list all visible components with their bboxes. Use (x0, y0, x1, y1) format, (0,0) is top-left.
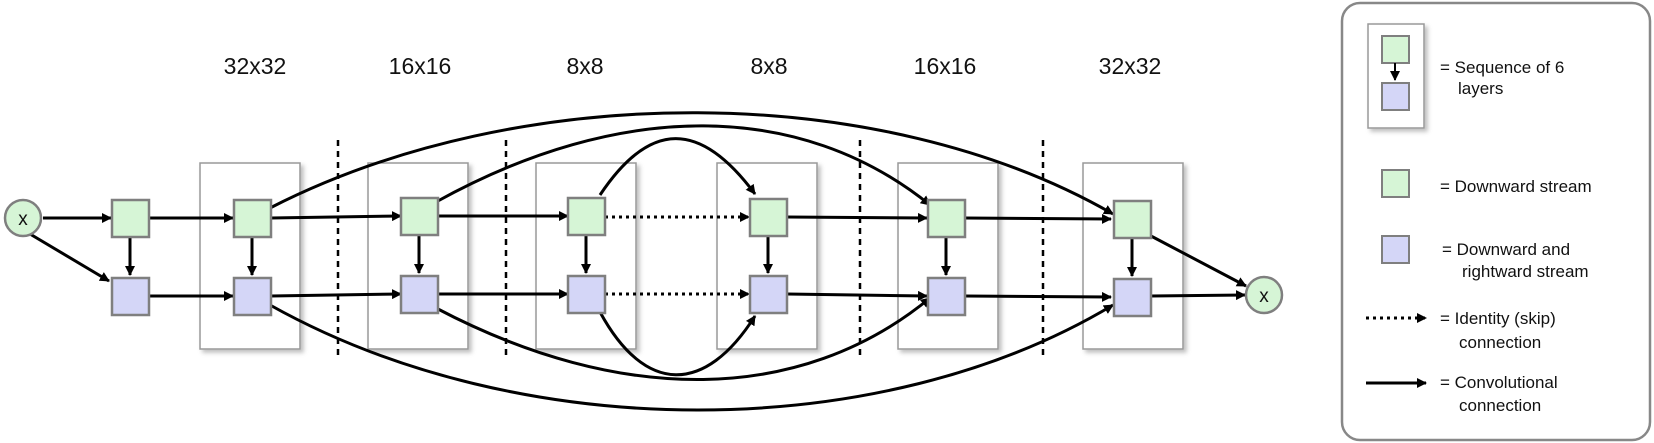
downward-node-4 (748, 197, 789, 238)
legend-sequence-text-1: = Sequence of 6 (1440, 58, 1564, 77)
legend-downward-text: = Downward stream (1440, 177, 1592, 196)
conn-bottom-5-6 (964, 291, 1112, 302)
conn-top-6-to-output (1150, 234, 1247, 288)
legend-downward-swatch (1381, 169, 1410, 198)
legend-conv-text-1: = Convolutional (1440, 373, 1558, 392)
downward-stream-nodes (110, 196, 1153, 240)
legend-rightward-swatch (1381, 235, 1410, 264)
rightward-node-2 (399, 274, 440, 315)
conn-bottom-4-5 (786, 290, 928, 301)
input-label: x (18, 209, 28, 230)
rightward-node-1 (232, 276, 273, 317)
conn-top-4-5 (786, 212, 928, 223)
conn-bottom-1-2 (270, 289, 402, 300)
rightward-node-3 (566, 274, 607, 315)
output-node: x (1244, 275, 1284, 315)
downward-node-5 (926, 198, 967, 239)
legend-sequence-text-2: layers (1458, 79, 1503, 98)
downward-node-3 (566, 196, 607, 237)
legend-sequence-icon (1367, 23, 1425, 129)
resolution-label-1: 32x32 (224, 53, 287, 79)
long-skip-arcs (269, 111, 1114, 412)
legend-sequence-green-node (1381, 35, 1410, 64)
legend: = Sequence of 6 layers = Downward stream… (1340, 1, 1652, 442)
arc-top-32 (269, 111, 1114, 216)
legend-identity-text-2: connection (1459, 333, 1541, 352)
rightward-node-5 (926, 276, 967, 317)
legend-sequence-blue-node (1381, 82, 1410, 111)
resolution-label-5: 16x16 (914, 53, 977, 79)
layer-blocks (199, 162, 1184, 350)
bottom-stream-connections (29, 232, 1247, 302)
input-node: x (3, 198, 43, 238)
downward-node-0 (110, 198, 151, 239)
legend-conv-text-2: connection (1459, 396, 1541, 415)
rightward-node-4 (748, 274, 789, 315)
arc-top-8 (598, 137, 757, 196)
arc-bottom-32 (269, 303, 1114, 412)
vertical-connections (125, 235, 1137, 277)
legend-rightward-text-1: = Downward and (1442, 240, 1570, 259)
resolution-label-3: 8x8 (566, 53, 603, 79)
conn-top-1-2 (270, 211, 402, 222)
downward-node-6 (1112, 199, 1153, 240)
rightward-node-0 (110, 276, 151, 317)
top-stream-connections (43, 211, 1112, 224)
output-circle (1244, 275, 1284, 315)
downward-rightward-stream-nodes (110, 274, 1153, 318)
arc-top-16 (435, 124, 931, 207)
conn-top-5-6 (964, 213, 1112, 224)
arc-bottom-16 (435, 296, 931, 381)
resolution-label-6: 32x32 (1099, 53, 1162, 79)
legend-rightward-text-2: rightward stream (1462, 262, 1589, 281)
resolution-label-4: 8x8 (750, 53, 787, 79)
input-circle (3, 198, 43, 238)
output-label: x (1259, 286, 1269, 307)
arc-bottom-8 (598, 311, 757, 377)
downward-node-1 (232, 198, 273, 239)
conn-bottom-6-to-output (1150, 290, 1246, 301)
legend-identity-text-1: = Identity (skip) (1440, 309, 1556, 328)
rightward-node-6 (1112, 277, 1153, 318)
resolution-labels: 32x32 16x16 8x8 8x8 16x16 32x32 (224, 53, 1162, 79)
resolution-label-2: 16x16 (389, 53, 452, 79)
layer-block-1 (199, 162, 301, 350)
downward-node-2 (399, 196, 440, 237)
conn-input-to-bottom-0 (29, 232, 110, 283)
